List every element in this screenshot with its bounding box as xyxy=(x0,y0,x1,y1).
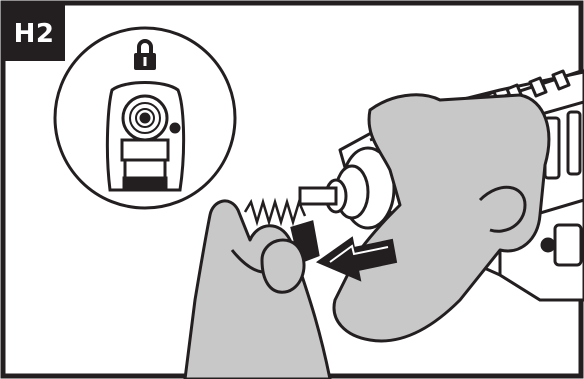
inset-part xyxy=(107,83,183,191)
step-label: H2 xyxy=(14,19,55,49)
detail-inset xyxy=(55,28,235,208)
step-badge: H2 xyxy=(3,3,65,61)
